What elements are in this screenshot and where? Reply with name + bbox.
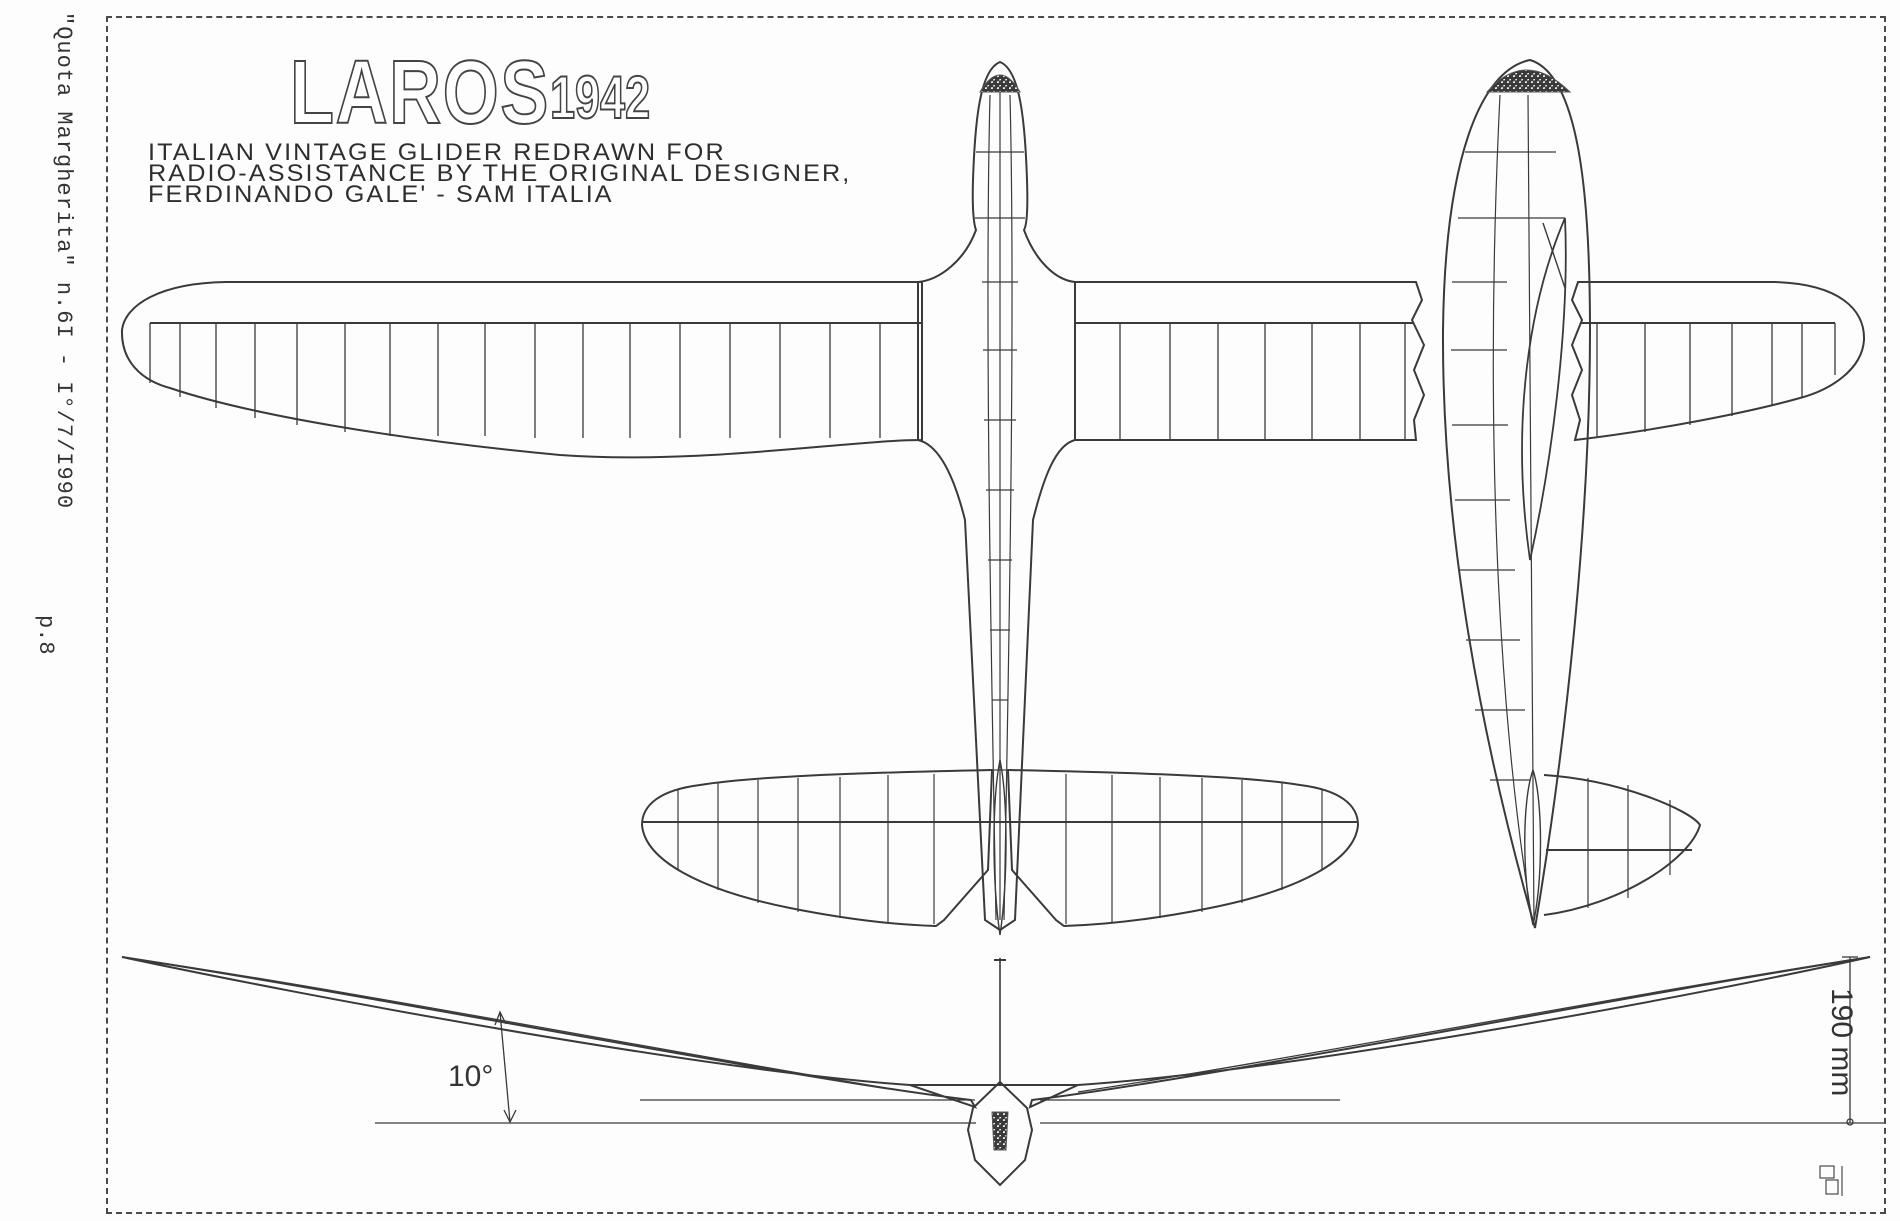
- stab-side-section: [1524, 767, 1542, 926]
- dihedral-arrow: [499, 1011, 511, 1123]
- right-wing-ribs: [1119, 323, 1406, 440]
- nose-cone-shading: [979, 74, 1021, 93]
- left-wing-outline: [120, 281, 923, 459]
- right-wing-tip-outline: [1570, 281, 1866, 442]
- front-view: [121, 956, 1885, 1187]
- canopy-wing-root: [1521, 217, 1567, 561]
- description-line-2: RADIO-ASSISTANCE BY THE ORIGINAL DESIGNE…: [148, 160, 852, 187]
- description-text: ITALIAN VINTAGE GLIDER REDRAWN FOR RADIO…: [148, 139, 852, 208]
- left-wing-ribs: [149, 323, 881, 438]
- stabilizer-outline: [640, 768, 994, 928]
- description-line-3: FERDINANDO GALE' - SAM ITALIA: [148, 181, 614, 208]
- fin-side-outline: [1543, 774, 1702, 916]
- drafter-stamp: [1819, 1165, 1843, 1196]
- side-frames: [1451, 94, 1565, 926]
- model-year: 1942: [549, 64, 651, 131]
- fuselage-top-outline: [917, 60, 1076, 932]
- top-view: [120, 60, 1866, 936]
- title-block: LAROS 1942: [289, 43, 651, 143]
- description-line-1: ITALIAN VINTAGE GLIDER REDRAWN FOR: [148, 139, 726, 166]
- model-title: LAROS: [289, 43, 550, 143]
- drawing-border: [106, 16, 1886, 1214]
- side-view: [1441, 58, 1702, 929]
- fuselage-stringers: [975, 92, 1025, 921]
- right-wing-inner-outline: [1075, 281, 1426, 441]
- fuselage-front: [966, 1080, 1034, 1187]
- fin-top-section: [993, 759, 1007, 936]
- fuselage-side-outline: [1441, 58, 1592, 929]
- stabilizer-ribs: [677, 774, 1323, 924]
- dihedral-label: 10°: [448, 1060, 494, 1093]
- left-wing-front: [121, 956, 978, 1109]
- cockpit-front-shading: [991, 1111, 1009, 1151]
- height-label: 190 mm: [1825, 988, 1858, 1097]
- nose-side-shading: [1485, 69, 1572, 93]
- right-wing-front: [1028, 956, 1871, 1109]
